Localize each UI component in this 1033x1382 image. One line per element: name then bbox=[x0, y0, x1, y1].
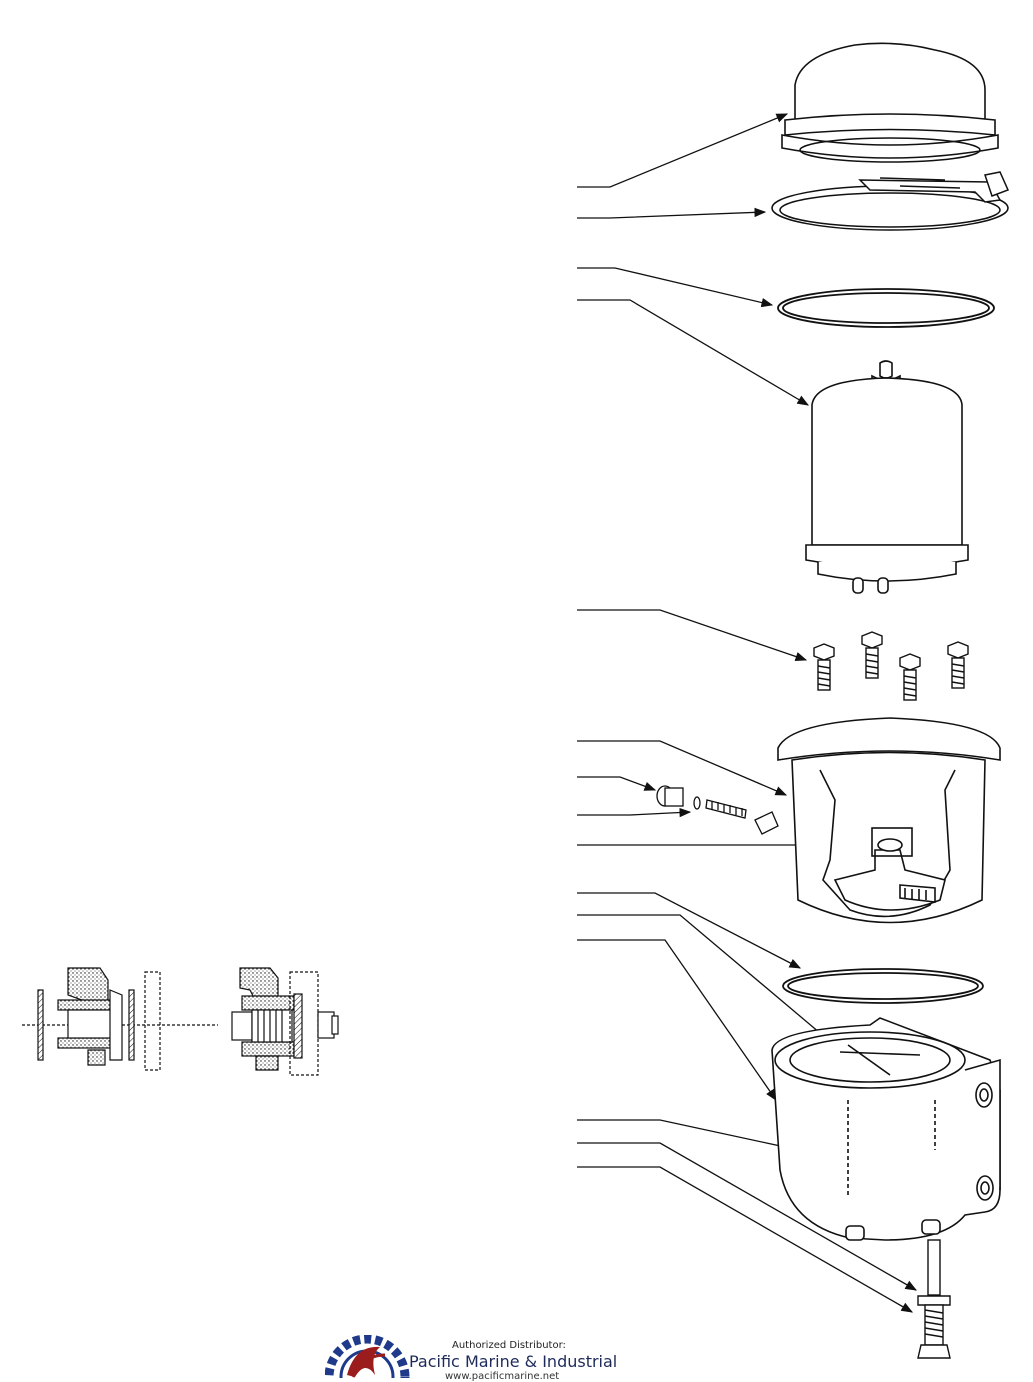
clamp-ring-drawing bbox=[771, 171, 1010, 231]
leader-base-inner bbox=[577, 914, 853, 1061]
leader-clamp-ring bbox=[577, 207, 767, 219]
section-detail-left bbox=[22, 967, 218, 1071]
section-detail-right bbox=[231, 967, 339, 1076]
o-ring-drawing bbox=[777, 288, 995, 328]
leader-bowl bbox=[577, 740, 788, 796]
leader-check-valve bbox=[577, 776, 657, 791]
leader-bolts bbox=[577, 609, 808, 662]
leader-filter-element bbox=[577, 299, 810, 406]
distributor-url: www.pacificmarine.net bbox=[445, 1371, 560, 1382]
leader-base-o-ring bbox=[577, 892, 802, 969]
bowl-drawing bbox=[777, 717, 1001, 924]
leader-cover bbox=[577, 113, 789, 188]
leader-o-ring bbox=[577, 267, 774, 308]
leader-drain-fitting bbox=[577, 1166, 914, 1313]
distributor-logo-icon bbox=[325, 1335, 410, 1378]
leader-check-valve-oring bbox=[577, 807, 692, 818]
bolt-1 bbox=[813, 643, 835, 691]
leader-base-housing bbox=[577, 939, 777, 1101]
drain-fitting-drawing bbox=[917, 1239, 951, 1359]
cover-drawing bbox=[781, 42, 999, 163]
distributor-company-name: Pacific Marine & Industrial bbox=[409, 1352, 618, 1371]
check-valve-drawing bbox=[656, 785, 779, 835]
bolt-2 bbox=[861, 631, 883, 679]
base-housing-drawing bbox=[771, 1017, 1001, 1241]
bolt-4 bbox=[947, 641, 969, 689]
leader-drain-tube bbox=[577, 1142, 918, 1291]
bolt-3 bbox=[899, 653, 921, 701]
distributor-label: Authorized Distributor: bbox=[452, 1340, 566, 1351]
filter-element-drawing bbox=[805, 360, 969, 594]
distributor-footer: Authorized Distributor: Pacific Marine &… bbox=[325, 1335, 655, 1382]
bolts-drawing bbox=[813, 631, 969, 701]
base-o-ring-drawing bbox=[782, 968, 984, 1004]
